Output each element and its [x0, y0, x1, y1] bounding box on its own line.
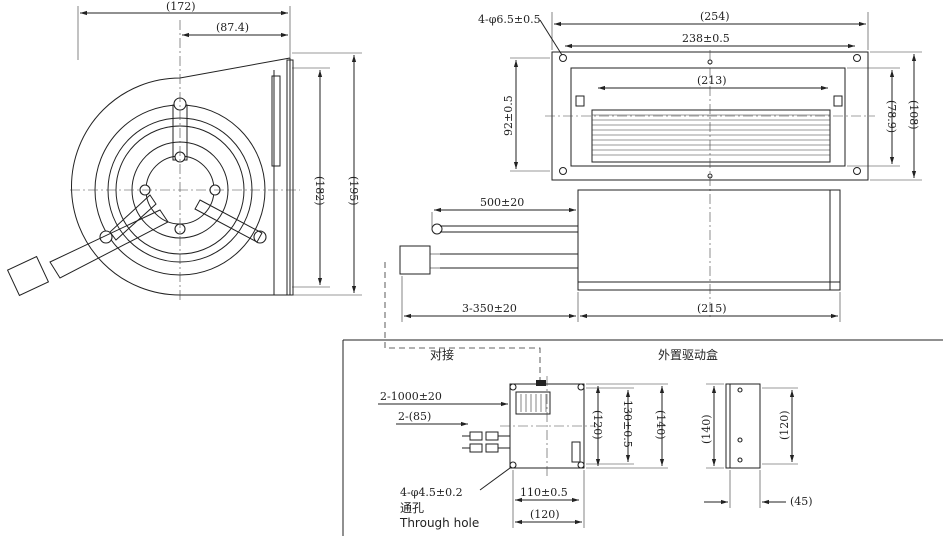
dim-3-350: 3-350±20: [462, 302, 517, 315]
dim-500: 500±20: [480, 196, 524, 209]
label-connect: 对接: [430, 347, 454, 362]
dim-92: 92±0.5: [502, 95, 515, 136]
dim-213: (213): [697, 74, 727, 87]
dim-45: (45): [790, 495, 813, 508]
dim-195: (195): [347, 176, 360, 206]
dim-2-85: 2-(85): [398, 410, 431, 423]
dim-130: 130±0.5: [621, 400, 634, 448]
label-through-hole-en: Through hole: [399, 516, 479, 530]
dim-110: 110±0.5: [520, 486, 568, 499]
dim-120-side: (120): [778, 410, 791, 440]
dim-140-box: (140): [654, 410, 667, 440]
dim-108: (108): [907, 100, 920, 130]
label-external-driver-box: 外置驱动盒: [658, 347, 718, 362]
dim-hole-4-4-5: 4-φ4.5±0.2: [400, 486, 463, 499]
dim-182: (182): [313, 176, 326, 206]
dim-78-9: (78.9): [885, 100, 898, 133]
dim-215: (215): [697, 302, 727, 315]
dim-hole-4-6-5: 4-φ6.5±0.5: [478, 13, 541, 26]
driver-box-panel: [342, 262, 943, 536]
dim-254: (254): [700, 10, 730, 23]
dim-120-bottom: (120): [530, 508, 560, 521]
dim-172: (172): [166, 0, 196, 13]
fan-blades: [592, 114, 830, 156]
dim-2-1000: 2-1000±20: [380, 390, 442, 403]
outlet-view: [399, 12, 922, 322]
dim-87-4: (87.4): [216, 21, 249, 34]
label-through-hole-cn: 通孔: [400, 501, 424, 515]
dim-140-side: (140): [700, 414, 713, 444]
dim-120-box-inner: (120): [591, 410, 604, 440]
dim-238: 238±0.5: [682, 32, 730, 45]
side-view: [6, 6, 362, 300]
